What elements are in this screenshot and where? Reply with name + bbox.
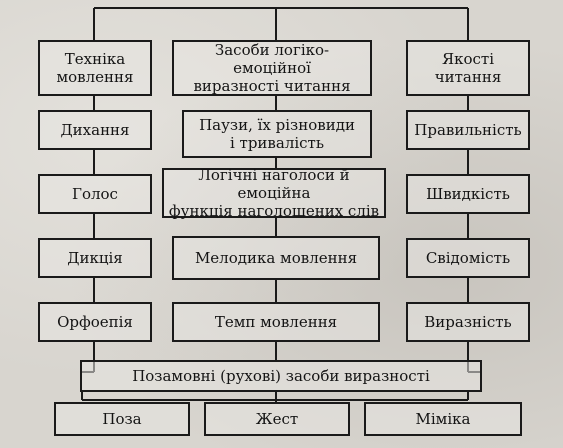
left-item-box: Орфоепія [38, 302, 152, 342]
bottom-item-box: Поза [54, 402, 190, 436]
left-item-box: Дикція [38, 238, 152, 278]
center-header-box: Засоби логіко-емоційної виразності читан… [172, 40, 372, 96]
left-item-box: Голос [38, 174, 152, 214]
center-item-box: Логічні наголоси й емоційна функція наго… [162, 166, 386, 220]
right-header-box: Якості читання [406, 40, 530, 96]
right-item-box: Швидкість [406, 174, 530, 214]
bottom-title-box: Позамовні (рухові) засоби виразності [80, 360, 482, 392]
right-item-box: Свідомість [406, 238, 530, 278]
left-item-box: Дихання [38, 110, 152, 150]
left-header-box: Техніка мовлення [38, 40, 152, 96]
center-item-box: Паузи, їх різновиди і тривалість [182, 110, 372, 158]
right-item-box: Правильність [406, 110, 530, 150]
center-item-box: Мелодика мовлення [172, 236, 380, 280]
center-item-box: Темп мовлення [172, 302, 380, 342]
bottom-item-box: Жест [204, 402, 350, 436]
right-item-box: Виразність [406, 302, 530, 342]
bottom-item-box: Міміка [364, 402, 522, 436]
